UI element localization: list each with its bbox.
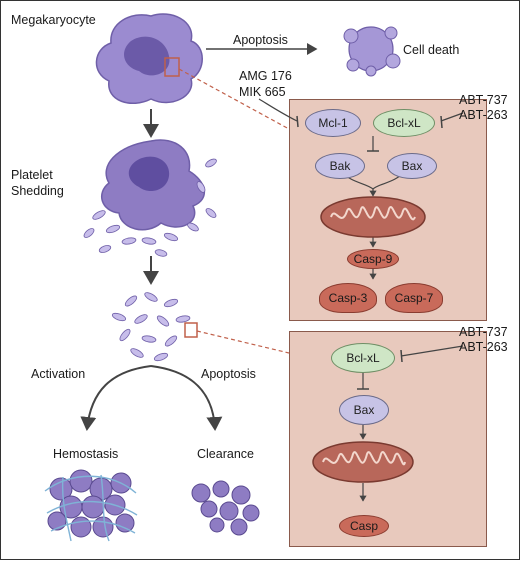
label-abt263-top: ABT-263 bbox=[459, 108, 508, 122]
label-activation: Activation bbox=[31, 367, 86, 381]
label-abt263-bottom: ABT-263 bbox=[459, 340, 508, 354]
node-bclxl-bottom: Bcl-xL bbox=[331, 343, 395, 373]
label-abt737-top: ABT-737 bbox=[459, 93, 508, 107]
label-megakaryocyte: Megakaryocyte bbox=[11, 13, 96, 27]
node-bax-bottom: Bax bbox=[339, 395, 389, 425]
mitochondrion-bottom bbox=[312, 441, 414, 483]
label-apoptosis-top: Apoptosis bbox=[233, 33, 288, 47]
node-casp3: Casp-3 bbox=[319, 283, 377, 313]
node-casp9: Casp-9 bbox=[347, 249, 399, 269]
label-abt737-bottom: ABT-737 bbox=[459, 325, 508, 339]
label-amg176: AMG 176 bbox=[239, 69, 292, 83]
node-bclxl-top: Bcl-xL bbox=[373, 109, 435, 137]
platelet-cluster bbox=[111, 292, 191, 362]
label-shedding: Shedding bbox=[11, 184, 64, 198]
mitochondrion-top bbox=[320, 196, 426, 238]
megakaryocyte-cell bbox=[95, 13, 203, 104]
node-casp7: Casp-7 bbox=[385, 283, 443, 313]
label-cell-death: Cell death bbox=[403, 43, 460, 57]
dead-cell bbox=[343, 26, 401, 77]
label-platelet: Platelet bbox=[11, 168, 53, 182]
hemostasis-aggregate bbox=[44, 469, 138, 542]
node-bak: Bak bbox=[315, 153, 365, 179]
platelet-shedding-cell bbox=[83, 139, 217, 257]
clearance-cluster bbox=[191, 480, 260, 536]
label-mik665: MIK 665 bbox=[239, 85, 286, 99]
node-mcl1: Mcl-1 bbox=[305, 109, 361, 137]
label-clearance: Clearance bbox=[197, 447, 254, 461]
label-apoptosis-bottom: Apoptosis bbox=[201, 367, 256, 381]
node-bax-top: Bax bbox=[387, 153, 437, 179]
label-hemostasis: Hemostasis bbox=[53, 447, 119, 461]
node-casp: Casp bbox=[339, 515, 389, 537]
